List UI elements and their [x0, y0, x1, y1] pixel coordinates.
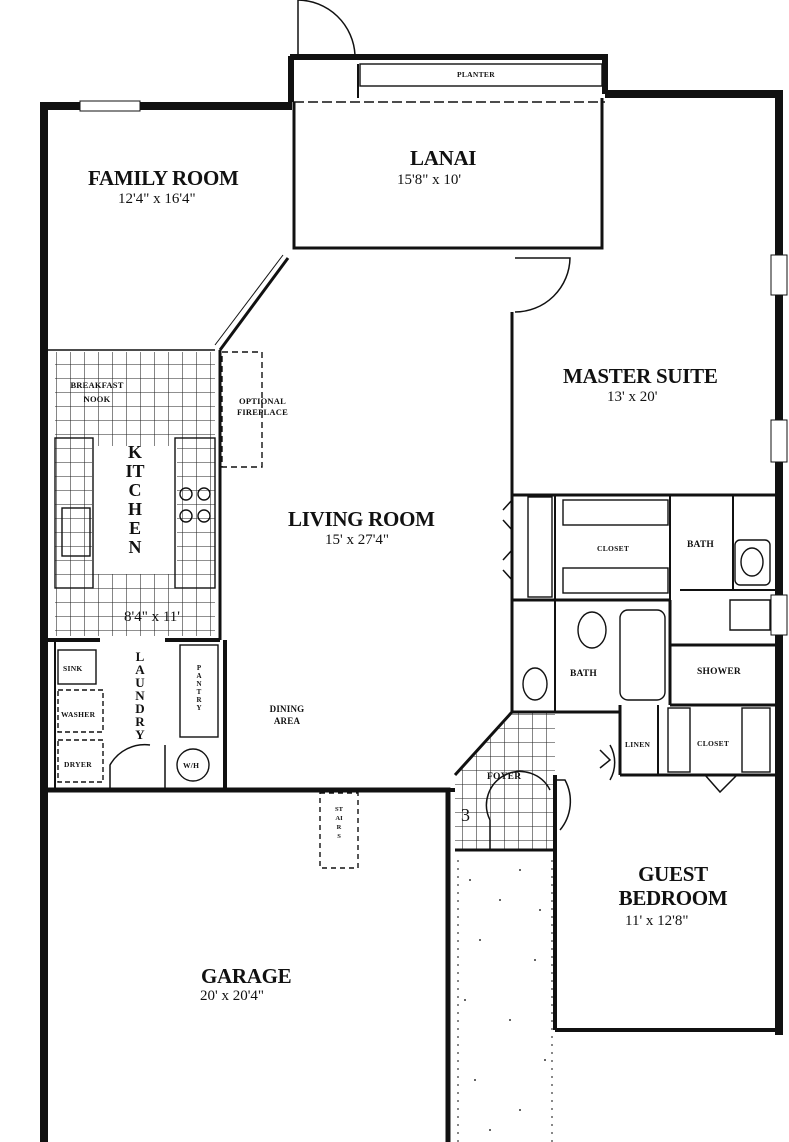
shower-label: SHOWER [697, 667, 741, 677]
sink-label: SINK [63, 664, 83, 673]
guest-bedroom-dims: 11' x 12'8" [625, 913, 689, 929]
walkway-stipple [464, 869, 546, 1131]
master-suite-dims: 13' x 20' [607, 389, 658, 405]
garage-name: GARAGE [201, 964, 292, 988]
garage-dims: 20' x 20'4" [200, 988, 265, 1004]
living-room-name: LIVING ROOM [288, 507, 435, 531]
washer-label: WASHER [61, 710, 96, 719]
dryer-label: DRYER [64, 760, 92, 769]
kitchen-name: KITCHEN [125, 442, 145, 557]
doors [109, 0, 738, 850]
fixtures [54, 63, 771, 869]
guest-closet-label: CLOSET [697, 739, 730, 748]
lanai-name: LANAI [410, 146, 477, 170]
master-suite-name: MASTER SUITE [563, 364, 718, 388]
family-room-dims: 12'4" x 16'4" [118, 191, 196, 207]
optional-fireplace-label: OPTIONAL FIREPLACE [237, 396, 288, 417]
windows [79, 100, 788, 636]
dining-area-label: DINING AREA [269, 704, 305, 726]
step-count-label: 3 [461, 805, 470, 825]
linen-label: LINEN [625, 740, 651, 749]
foyer-tile-floor [455, 712, 555, 850]
guest-bedroom-name: GUEST BEDROOM [618, 862, 728, 910]
garage-walls [48, 787, 451, 1142]
pantry-label: PANTRY [196, 664, 202, 712]
living-room-dims: 15' x 27'4" [325, 532, 390, 548]
family-room-name: FAMILY ROOM [88, 166, 239, 190]
foyer-label: FOYER [487, 772, 522, 782]
kitchen-dims: 8'4" x 11' [124, 609, 180, 625]
breakfast-nook-label: BREAKFAST NOOK [70, 380, 124, 404]
laundry-label: LAUNDRY [135, 649, 145, 742]
stairs-label: STAIRS [335, 806, 343, 840]
master-closet-label: CLOSET [597, 544, 630, 553]
planter-label: PLANTER [457, 70, 495, 79]
lanai-dims: 15'8" x 10' [397, 172, 462, 188]
guest-bath-label: BATH [570, 669, 598, 679]
water-heater-label: W/H [183, 761, 200, 770]
exterior-walls [40, 54, 783, 1142]
master-bath-label: BATH [687, 540, 715, 550]
